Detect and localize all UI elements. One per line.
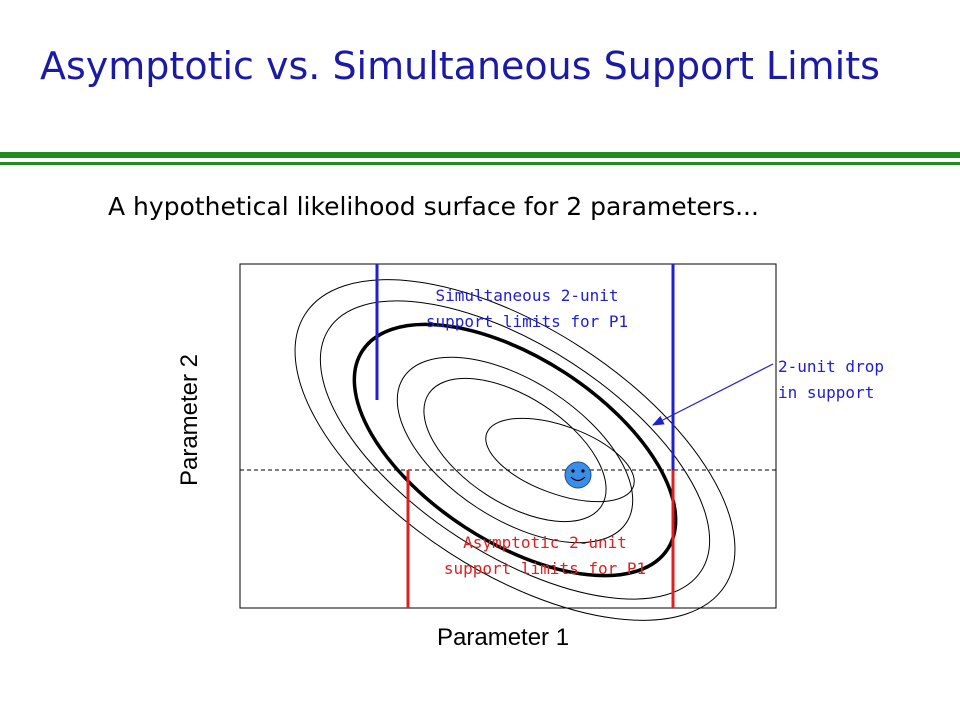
drop-label-line1: 2-unit drop (778, 357, 884, 376)
divider-thin (0, 162, 960, 165)
slide-subtitle: A hypothetical likelihood surface for 2 … (108, 192, 759, 221)
contour-2-unit (352, 322, 678, 578)
drop-arrow (651, 363, 774, 426)
peak-smiley-icon (564, 461, 592, 489)
simultaneous-label-line2: support limits for P1 (425, 312, 629, 331)
plot-frame (239, 263, 777, 609)
drop-label-line2: in support (778, 383, 875, 402)
asymptotic-label-line1: Asymptotic 2-unit (463, 533, 627, 552)
asymptotic-label-line2: support limits for P1 (443, 559, 647, 578)
asymptotic-limits-label: Asymptotic 2-unit support limits for P1 (425, 530, 665, 582)
contour-outer-2 (319, 300, 711, 600)
support-drop-label: 2-unit drop in support (778, 354, 884, 406)
slide-title: Asymptotic vs. Simultaneous Support Limi… (40, 44, 880, 88)
contour-outer-3 (294, 279, 736, 621)
simultaneous-limits-label: Simultaneous 2-unit support limits for P… (412, 283, 642, 335)
divider-thick (0, 152, 960, 158)
contour-inner-2 (423, 377, 607, 523)
y-axis-label: Parameter 2 (176, 353, 203, 487)
x-axis-label: Parameter 1 (437, 624, 570, 651)
contour-inner-1 (396, 356, 634, 544)
simultaneous-label-line1: Simultaneous 2-unit (435, 286, 619, 305)
contour-inner-3 (485, 417, 635, 503)
